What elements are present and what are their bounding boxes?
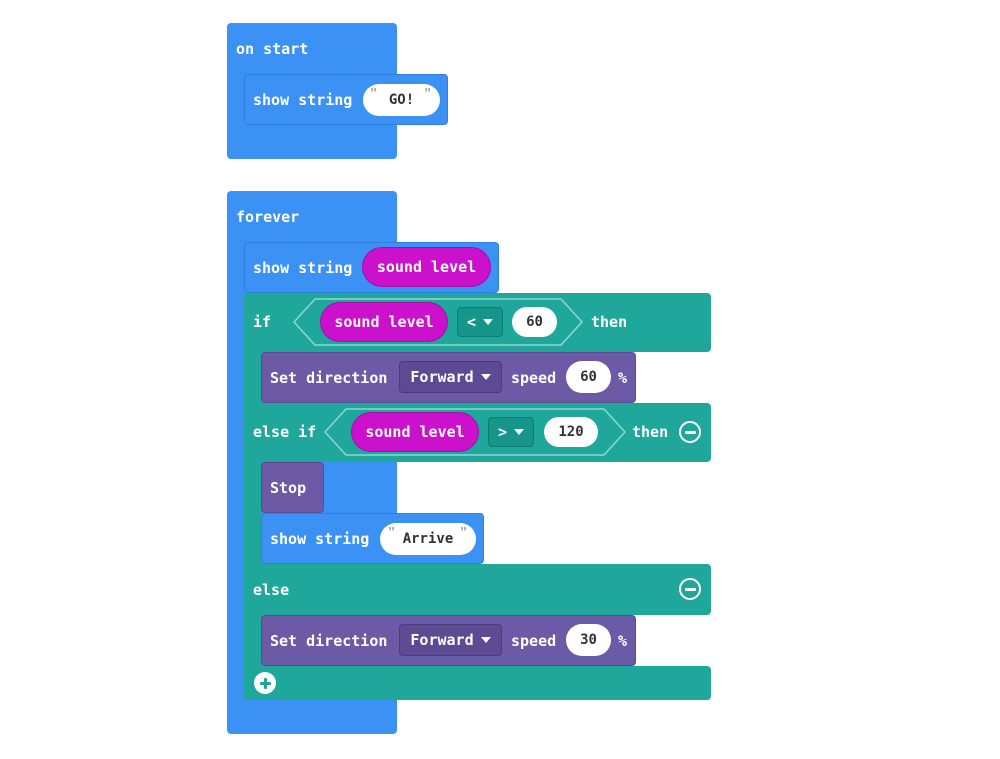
sound-level-reporter[interactable]: sound level [351,412,479,452]
set-direction-label: Set direction [270,632,388,650]
set-direction-label: Set direction [270,369,388,387]
else-if-label: else if [253,423,317,441]
forever-label: forever [236,208,300,226]
open-quote-icon: " [370,86,378,100]
speed-label: speed [511,632,557,650]
stop-block[interactable] [261,462,324,513]
string-input-value: GO! [388,92,415,108]
string-input-go[interactable]: GO! [363,84,440,116]
stop-label: Stop [270,479,307,497]
string-input-arrive[interactable]: Arrive [380,523,476,555]
then-label: then [591,313,628,331]
plus-circle-icon[interactable] [254,672,276,694]
minus-circle-icon[interactable] [679,578,701,600]
number-input-120[interactable]: 120 [544,417,598,447]
if-block-spine [244,293,261,700]
close-quote-icon: " [460,525,468,539]
percent-label: % [618,632,628,650]
direction-value: Forward [410,631,474,649]
if-block-footer [244,666,711,700]
comparison-operator-dropdown[interactable]: > [488,417,534,447]
comparison-operator-dropdown[interactable]: < [457,307,503,337]
string-input-value: Arrive [402,531,454,547]
speed-label: speed [511,369,557,387]
minus-circle-icon[interactable] [679,421,701,443]
sound-level-reporter[interactable]: sound level [320,302,448,342]
show-string-label: show string [253,259,353,277]
if-label: if [253,313,272,331]
show-string-label: show string [253,91,353,109]
close-quote-icon: " [424,86,432,100]
sound-level-reporter[interactable]: sound level [362,247,491,287]
caret-down-icon [514,429,525,435]
speed-input-60[interactable]: 60 [566,361,611,393]
number-input-60[interactable]: 60 [512,307,557,337]
speed-input-30[interactable]: 30 [566,624,611,656]
caret-down-icon [480,374,491,380]
direction-dropdown[interactable]: Forward [399,624,502,656]
then-label: then [632,423,669,441]
open-quote-icon: " [388,525,396,539]
direction-value: Forward [410,368,474,386]
caret-down-icon [483,319,494,325]
caret-down-icon [480,637,491,643]
else-row[interactable] [244,564,711,615]
else-label: else [253,581,290,599]
on-start-label: on start [236,40,309,58]
operator-value: > [497,423,508,441]
percent-label: % [618,369,628,387]
show-string-label: show string [270,530,370,548]
direction-dropdown[interactable]: Forward [399,361,502,393]
operator-value: < [466,313,477,331]
